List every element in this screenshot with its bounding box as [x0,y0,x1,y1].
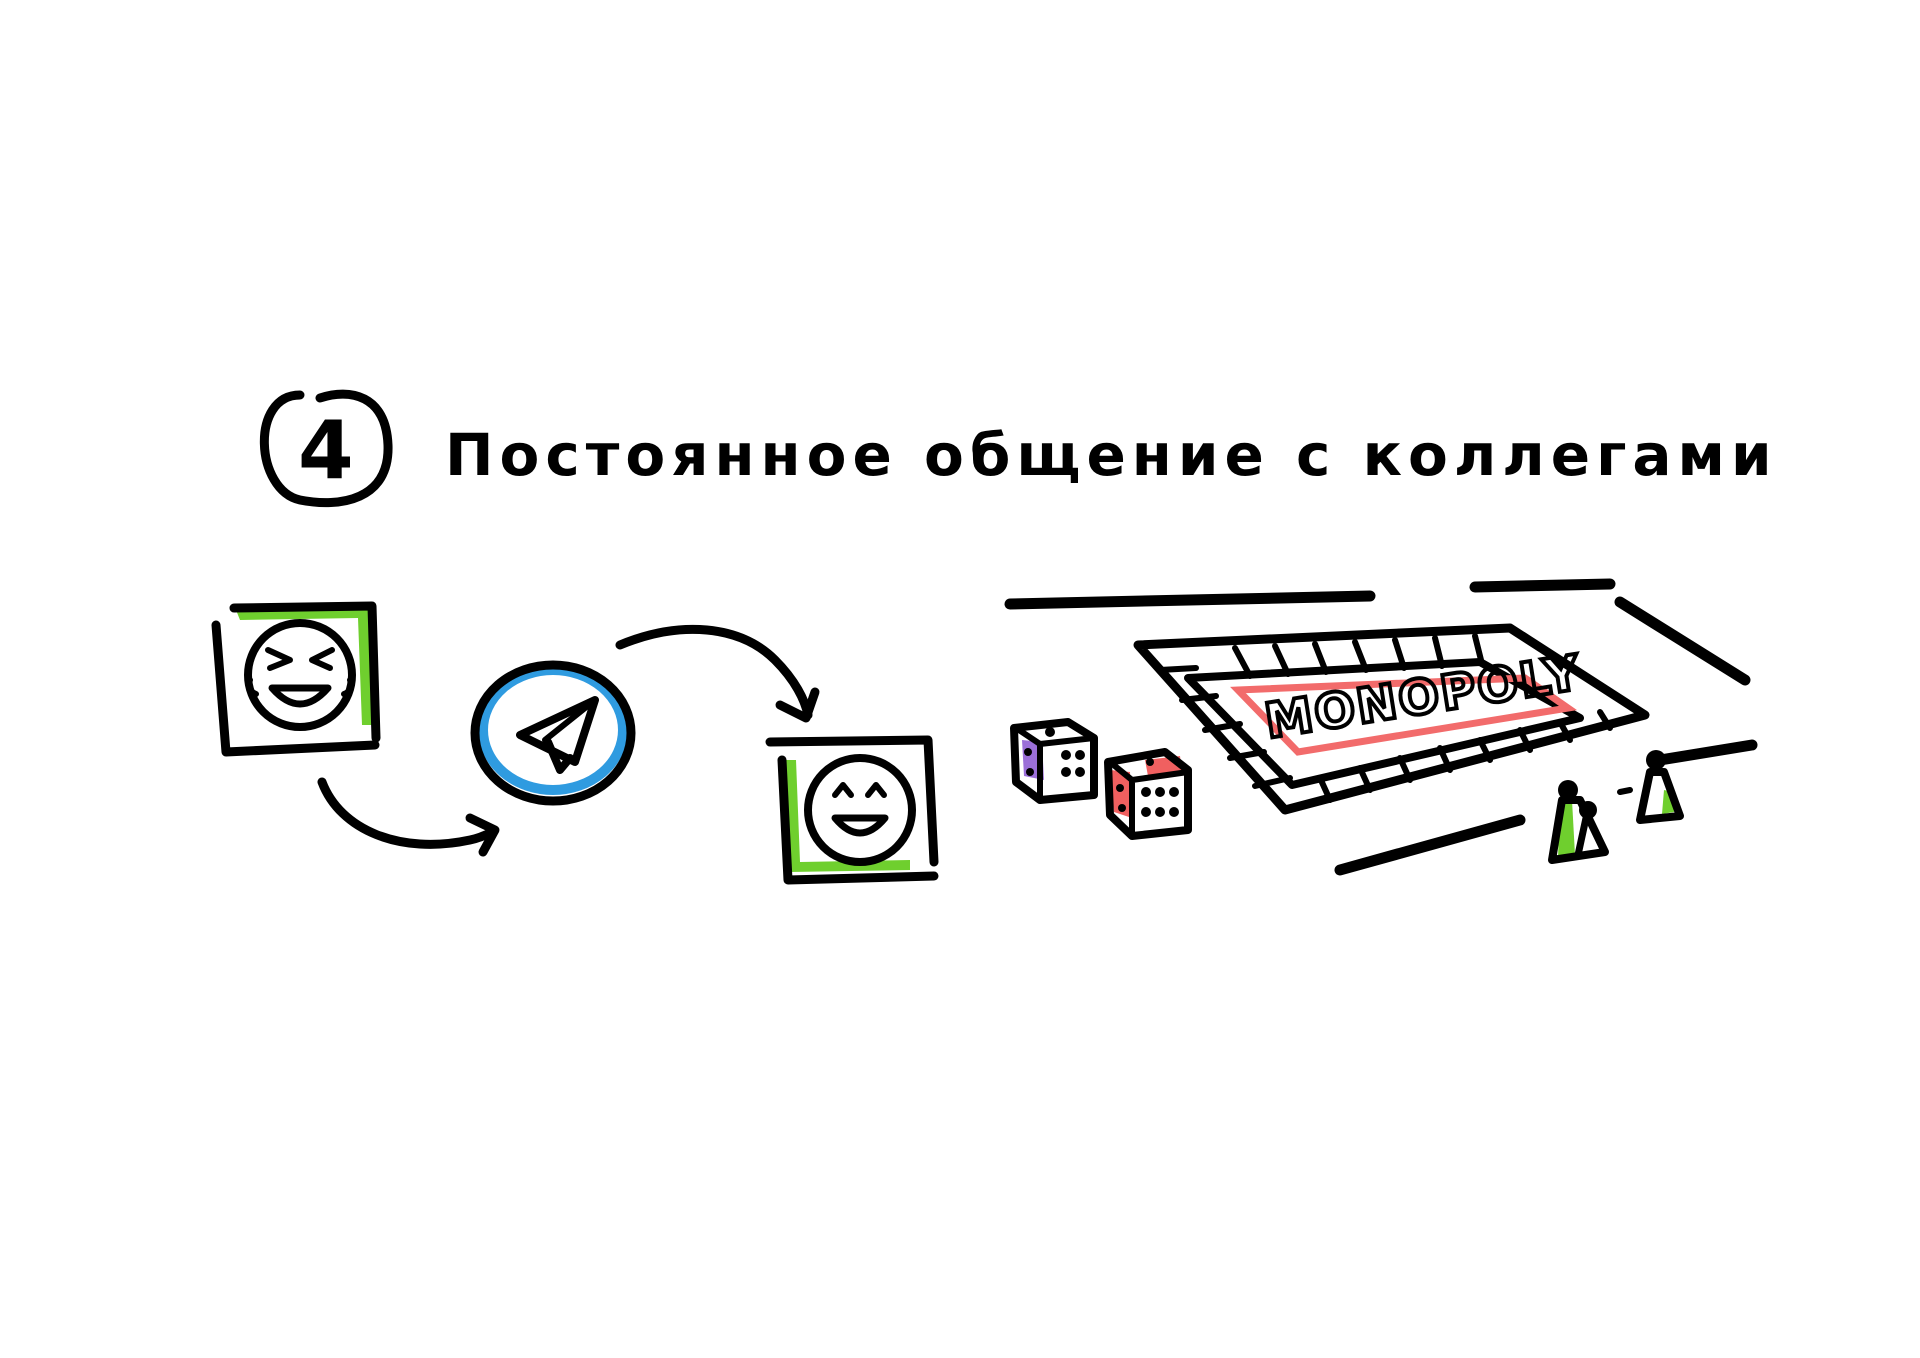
board-game: MONOPOLY [1004,578,1758,876]
messenger-badge [470,660,636,806]
smiling-face-icon [804,754,916,866]
receiver-frame [765,735,939,885]
dice-icon [1010,718,1098,804]
paper-plane-icon [516,696,599,774]
heading: 4 Постоянное общение с коллегами [259,389,1778,508]
pawn-icon [1548,780,1609,864]
message-flow [211,601,939,885]
pawn-icon [1617,750,1684,824]
dice-icon [1104,748,1192,840]
sender-frame [211,601,381,757]
arrow-to-messenger [317,777,497,849]
arrow-to-receiver [615,624,813,720]
table-line [1004,590,1376,610]
heading-number: 4 [298,404,354,497]
laughing-face-icon [244,619,356,731]
heading-title: Постоянное общение с коллегами [445,421,1778,489]
number-badge: 4 [259,389,393,508]
